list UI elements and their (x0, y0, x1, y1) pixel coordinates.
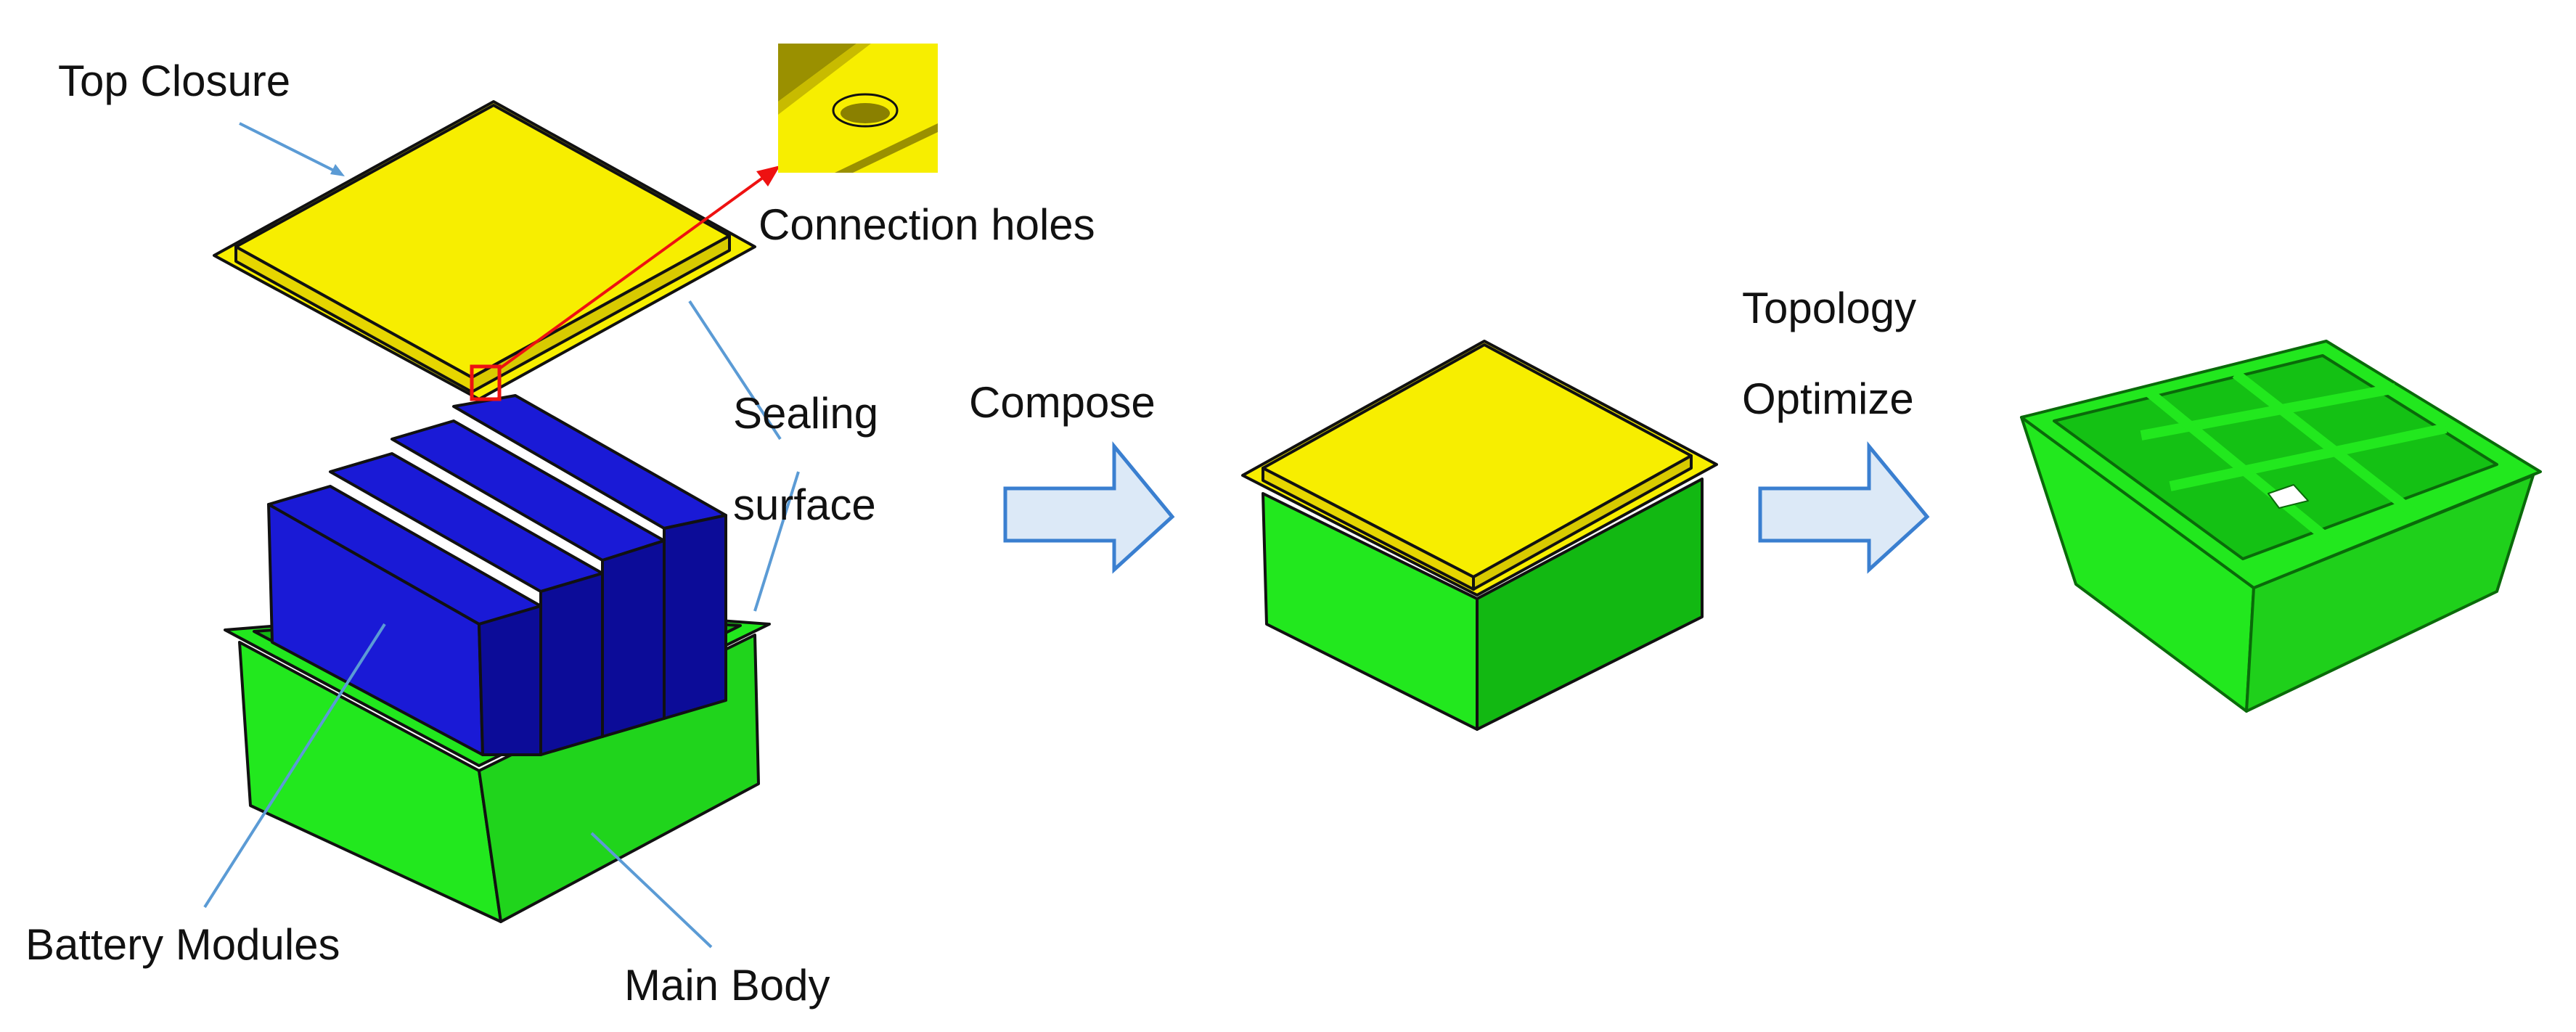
leader-sealing-surface (688, 300, 782, 441)
label-battery-modules: Battery Modules (25, 920, 340, 969)
connection-hole-arrow (498, 165, 780, 370)
leader-sealing-surface-2 (753, 471, 800, 612)
optimized-body (2020, 340, 2542, 713)
leader-top-closure (239, 122, 342, 176)
composed-lid-edge-right (1472, 454, 1693, 591)
label-compose: Compose (969, 378, 1156, 427)
battery-modules (267, 394, 727, 756)
leader-main-body (590, 832, 713, 949)
compose-arrow (1003, 441, 1175, 574)
label-sealing-line1: Sealing (733, 389, 878, 438)
top-closure-exploded (213, 100, 756, 401)
leader-lines (203, 122, 800, 949)
optimized-cutout (2268, 484, 2309, 509)
label-topology-line2: Optimize (1742, 374, 1914, 423)
optimized-rib-4 (2232, 369, 2421, 520)
label-connection-holes: Connection holes (759, 200, 1095, 249)
composed-pack (1241, 340, 1718, 731)
optimize-arrow (1758, 441, 1930, 574)
battery-module-3 (391, 419, 666, 738)
label-top-closure: Top Closure (58, 57, 290, 105)
connection-hole-highlight (470, 364, 502, 401)
optimized-rib-1 (2140, 383, 2397, 441)
label-main-body: Main Body (624, 961, 830, 1010)
connection-hole-zoom-inset (778, 44, 938, 173)
optimized-rib-3 (2145, 388, 2334, 545)
optimized-rib-2 (2169, 423, 2448, 491)
top-closure-top (234, 104, 731, 379)
label-sealing-line2: surface (733, 480, 876, 529)
composed-body-right (1476, 478, 1704, 731)
leader-battery-modules (203, 623, 386, 909)
battery-module-1 (267, 485, 542, 756)
label-topology-line1: Topology (1742, 284, 1916, 332)
